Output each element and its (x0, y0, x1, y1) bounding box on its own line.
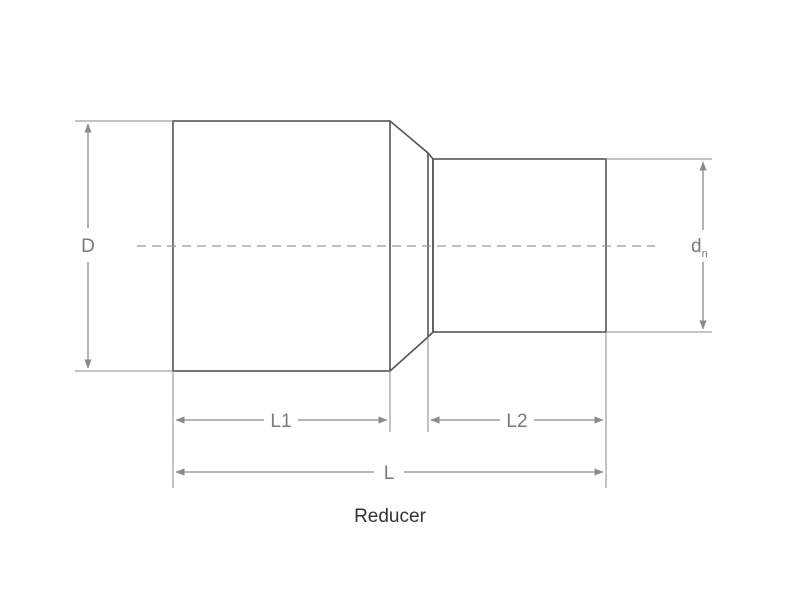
label-L2: L2 (506, 411, 527, 432)
diagram-caption: Reducer (354, 506, 426, 527)
label-L: L (384, 463, 395, 484)
dimension-L1: L1 (175, 411, 388, 432)
label-dn-main: d (691, 236, 702, 257)
dimension-L: L (175, 463, 604, 484)
dimension-D: D (81, 123, 95, 369)
dimension-dn: dn (691, 161, 708, 330)
label-dn: dn (691, 236, 708, 260)
taper-bottom (389, 331, 434, 372)
taper-top (389, 120, 434, 160)
extension-lines (75, 120, 712, 488)
label-dn-subscript: n (702, 248, 708, 260)
label-L1: L1 (270, 411, 291, 432)
dimension-L2: L2 (430, 411, 604, 432)
reducer-outline (172, 120, 607, 372)
label-D: D (81, 236, 95, 257)
